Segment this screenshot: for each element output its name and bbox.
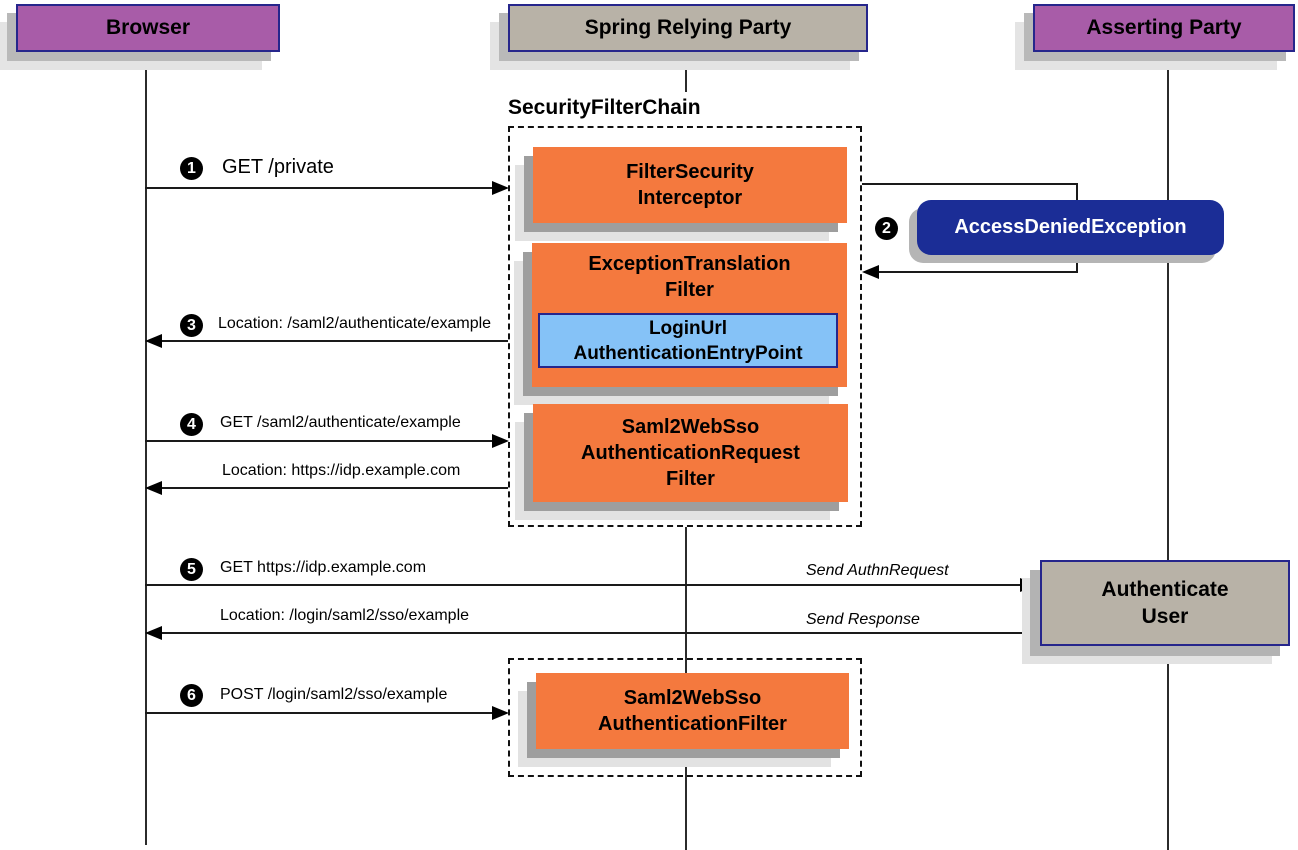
asserting-party-lifeline [1167,60,1169,850]
step-6-arrowhead-icon [492,706,509,720]
step-5-badge: 5 [180,558,203,581]
step-2-arrowhead-icon [862,265,879,279]
step-1-label: GET /private [222,156,334,178]
access-denied-exception-box: AccessDeniedException [917,200,1224,255]
step-5-return-arrowhead-icon [145,626,162,640]
step-5-right-return-label: Send Response [806,611,920,628]
step-4-return-arrowhead-icon [145,481,162,495]
step-6-arrow-line [145,712,492,714]
security-filter-chain-title: SecurityFilterChain [508,96,701,119]
step-5-right-label: Send AuthnRequest [806,562,949,579]
step-5-return-label: Location: /login/saml2/sso/example [220,607,470,624]
step-2-loop-top-line [862,183,1078,185]
step-2-loop-bottom-line [878,271,1078,273]
step-4-arrow-line [145,440,492,442]
step-4-badge: 4 [180,413,203,436]
step-3-arrowhead-icon [145,334,162,348]
step-3-badge: 3 [180,314,203,337]
browser-lifeline [145,57,147,845]
step-4-label: GET /saml2/authenticate/example [220,414,461,431]
step-1-badge: 1 [180,157,203,180]
step-6-label: POST /login/saml2/sso/example [220,686,448,703]
filter-security-interceptor-box: FilterSecurity Interceptor [533,147,847,223]
saml2-filter-container [508,658,862,777]
login-url-authentication-entry-point-box: LoginUrl AuthenticationEntryPoint [538,313,838,368]
actor-relying-party-label: Spring Relying Party [584,16,792,39]
step-5-arrowhead-icon [1020,578,1037,592]
step-5-label: GET https://idp.example.com [220,559,427,576]
actor-browser-label: Browser [105,16,191,39]
step-5-return-line [161,632,1037,634]
actor-asserting-party: Asserting Party [1033,4,1295,52]
step-3-label: Location: /saml2/authenticate/example [218,315,492,332]
step-1-arrowhead-icon [492,181,509,195]
actor-browser: Browser [16,4,280,52]
step-2-badge: 2 [875,217,898,240]
step-6-badge: 6 [180,684,203,707]
step-3-arrow-line [161,340,508,342]
saml2-authentication-filter-box: Saml2WebSso AuthenticationFilter [536,673,849,749]
step-4-return-label: Location: https://idp.example.com [222,462,461,479]
authenticate-user-box: Authenticate User [1040,560,1290,646]
saml2-authentication-request-filter-box: Saml2WebSso AuthenticationRequest Filter [533,404,848,502]
step-4-arrowhead-icon [492,434,509,448]
step-4-return-line [161,487,508,489]
step-5-arrow-line [145,584,1021,586]
step-1-arrow-line [145,187,493,189]
actor-relying-party: Spring Relying Party [508,4,868,52]
security-filter-chain-container [508,126,862,527]
actor-asserting-party-label: Asserting Party [1086,16,1242,39]
relying-party-lifeline-top [685,60,687,92]
